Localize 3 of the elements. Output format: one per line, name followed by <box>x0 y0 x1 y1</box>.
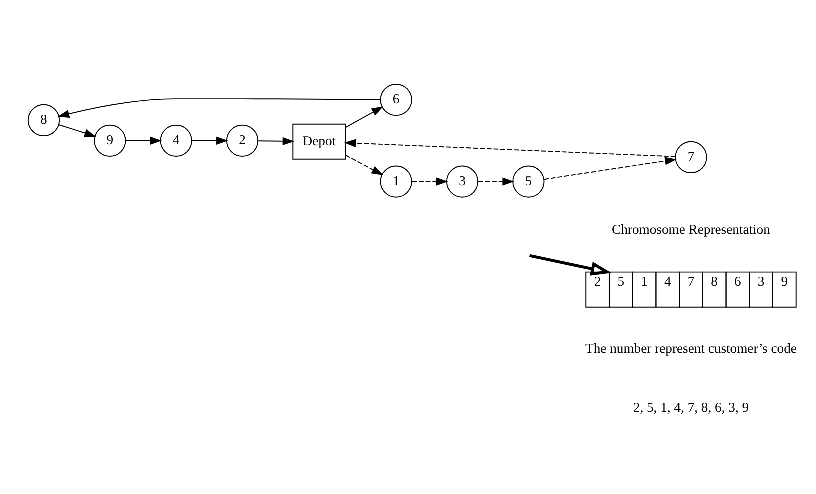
label: The number represent customer’s code <box>586 340 797 356</box>
label: 2, 5, 1, 4, 7, 8, 6, 3, 9 <box>633 400 750 415</box>
label: Chromosome Representation <box>612 222 770 237</box>
